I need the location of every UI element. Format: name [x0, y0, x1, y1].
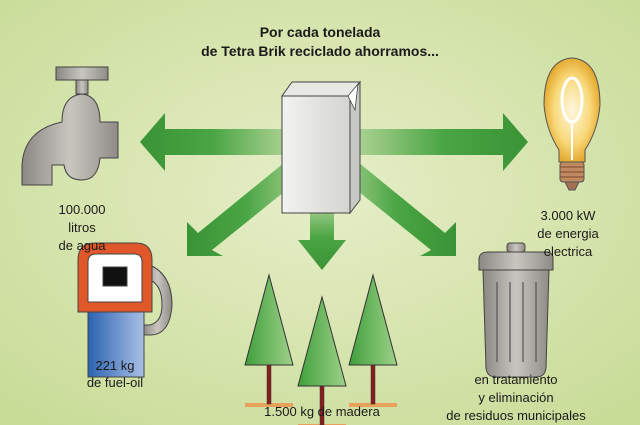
- fuel-label: 221 kg de fuel-oil: [87, 358, 143, 390]
- faucet-icon: [21, 66, 119, 186]
- waste-desc-1: en tratamiento: [474, 372, 557, 387]
- tetra-brik-carton-icon: [281, 80, 361, 215]
- waste-desc-3: de residuos municipales: [446, 408, 586, 423]
- tree-icon: [244, 273, 294, 407]
- tree-icon: [348, 273, 398, 407]
- water-amount: 100.000: [59, 202, 106, 217]
- waste-label: en tratamiento y eliminación de residuos…: [446, 372, 586, 423]
- wood-label: 1.500 kg de madera: [264, 404, 380, 419]
- water-label: 100.000 litros de agua: [59, 202, 107, 253]
- arrow-to-energy: [360, 113, 528, 171]
- trash-can-icon: [478, 242, 554, 378]
- energy-desc-1: de energia: [537, 226, 599, 241]
- title-line-2: de Tetra Brik reciclado ahorramos...: [201, 43, 439, 59]
- energy-desc-2: electrica: [544, 244, 593, 259]
- water-desc: de agua: [59, 238, 107, 253]
- trees-icon: [244, 273, 398, 425]
- arrow-to-waste: [338, 158, 456, 256]
- waste-desc-2: y eliminación: [478, 390, 553, 405]
- wood-amount: 1.500 kg de madera: [264, 404, 380, 419]
- water-unit: litros: [68, 220, 96, 235]
- fuel-desc: de fuel-oil: [87, 375, 143, 390]
- fuel-amount: 221 kg: [95, 358, 134, 373]
- energy-amount: 3.000 kW: [541, 208, 597, 223]
- arrow-to-water: [140, 113, 285, 171]
- arrow-to-fuel: [187, 158, 305, 256]
- fuel-pump-icon: [77, 242, 173, 378]
- energy-label: 3.000 kW de energia electrica: [537, 208, 599, 259]
- lightbulb-icon: [543, 57, 601, 191]
- arrow-to-wood: [298, 205, 346, 270]
- title-line-1: Por cada tonelada: [260, 24, 381, 40]
